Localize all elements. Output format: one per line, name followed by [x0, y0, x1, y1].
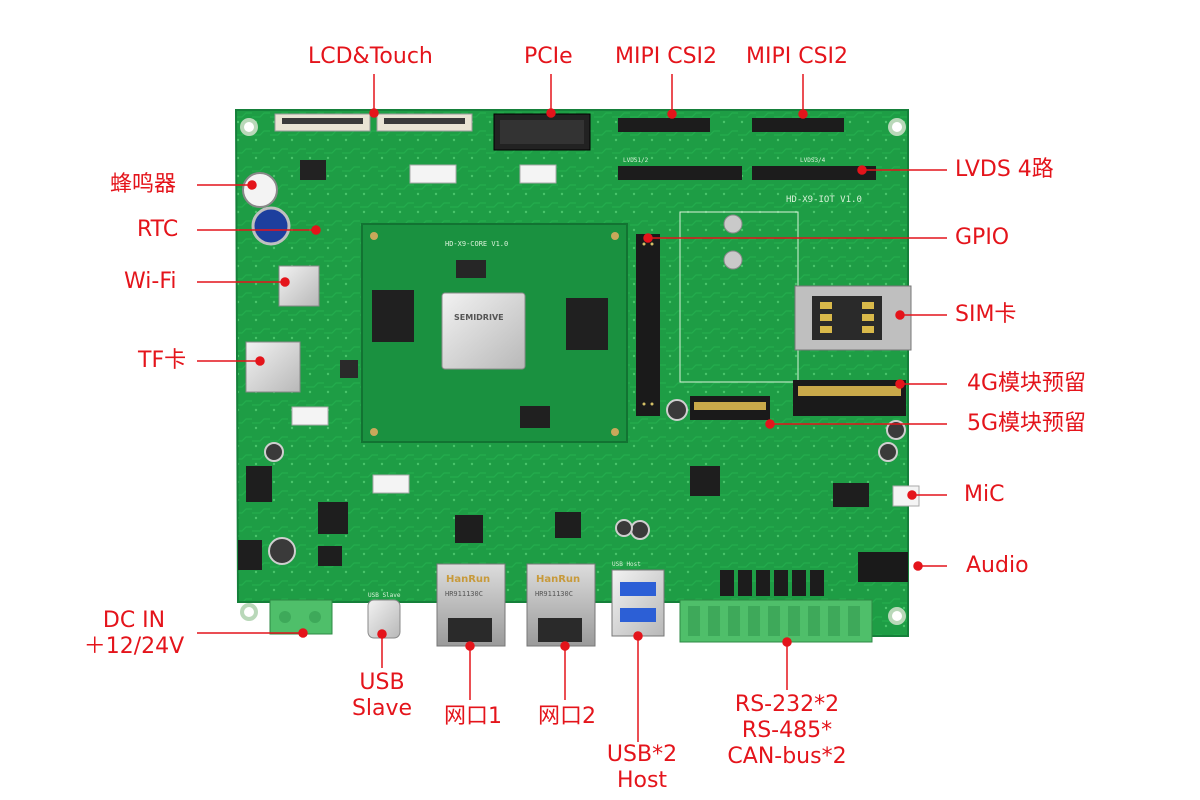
- lvds-silk-1: LVDS1/2: [623, 157, 649, 164]
- usb-host-silk: USB Host: [612, 561, 641, 568]
- label-rtc: RTC: [137, 217, 179, 242]
- lvds-silk-2: LVDS3/4: [800, 157, 826, 164]
- label-sim: SIM卡: [955, 302, 1017, 327]
- tf-slot: [245, 341, 301, 393]
- label-usb-host-line1: USB*2: [606, 742, 678, 767]
- label-dc-in-line1: DC IN: [102, 608, 166, 633]
- audio-jack: [858, 552, 908, 582]
- label-usb-slave-line1: USB: [359, 670, 405, 695]
- usb-host-connector: [611, 569, 665, 637]
- label-audio: Audio: [966, 553, 1029, 578]
- label-usb-slave: USB Slave: [336, 670, 428, 722]
- ethernet-jack-2: HanRun HR911130C: [526, 563, 596, 647]
- label-serial-line2: RS-485*: [741, 718, 833, 743]
- label-eth1: 网口1: [444, 704, 502, 729]
- label-serial-line1: RS-232*2: [734, 692, 840, 717]
- callout-lines: [197, 74, 947, 742]
- label-gpio: GPIO: [955, 225, 1010, 250]
- label-usb-host-line2: Host: [616, 768, 668, 793]
- eth2-part: HR911130C: [535, 590, 573, 598]
- m2-socket-4g: [793, 380, 906, 416]
- label-5g-module: 5G模块预留: [967, 411, 1087, 436]
- usb-slave-silk: USB Slave: [368, 592, 401, 599]
- label-dc-in-line2: ＋12/24V: [83, 634, 185, 659]
- eth1-brand: HanRun: [446, 574, 490, 585]
- label-pcie: PCIe: [524, 44, 573, 69]
- label-mipi-csi2-b: MIPI CSI2: [746, 44, 849, 69]
- soc-brand: SEMIDRIVE: [454, 313, 504, 322]
- label-serial-ports: RS-232*2 RS-485* CAN-bus*2: [712, 692, 862, 770]
- label-mic: MiC: [964, 482, 1005, 507]
- label-4g-module: 4G模块预留: [967, 371, 1087, 396]
- label-eth2: 网口2: [538, 704, 596, 729]
- soc-chip: [441, 292, 526, 370]
- label-wifi: Wi-Fi: [124, 269, 177, 294]
- label-buzzer: 蜂鸣器: [110, 172, 177, 197]
- buzzer: [242, 172, 278, 208]
- label-tf-card: TF卡: [138, 348, 187, 373]
- label-dc-in: DC IN ＋12/24V: [78, 608, 190, 660]
- label-lvds: LVDS 4路: [955, 157, 1054, 182]
- eth2-brand: HanRun: [536, 574, 580, 585]
- label-lcd-touch: LCD&Touch: [308, 44, 433, 69]
- mounting-holes: [240, 118, 906, 625]
- wifi-module: [278, 265, 320, 307]
- gpio-header: [636, 234, 660, 416]
- core-silk: HD-X9-CORE V1.0: [445, 240, 508, 248]
- label-serial-line3: CAN-bus*2: [727, 744, 847, 769]
- board-model-silk: HD-X9-IOT V1.0: [786, 195, 862, 205]
- label-mipi-csi2-a: MIPI CSI2: [615, 44, 718, 69]
- label-usb-host: USB*2 Host: [592, 742, 692, 794]
- eth1-part: HR911130C: [445, 590, 483, 598]
- ethernet-jack-1: HanRun HR911130C: [436, 563, 506, 647]
- label-usb-slave-line2: Slave: [351, 696, 413, 721]
